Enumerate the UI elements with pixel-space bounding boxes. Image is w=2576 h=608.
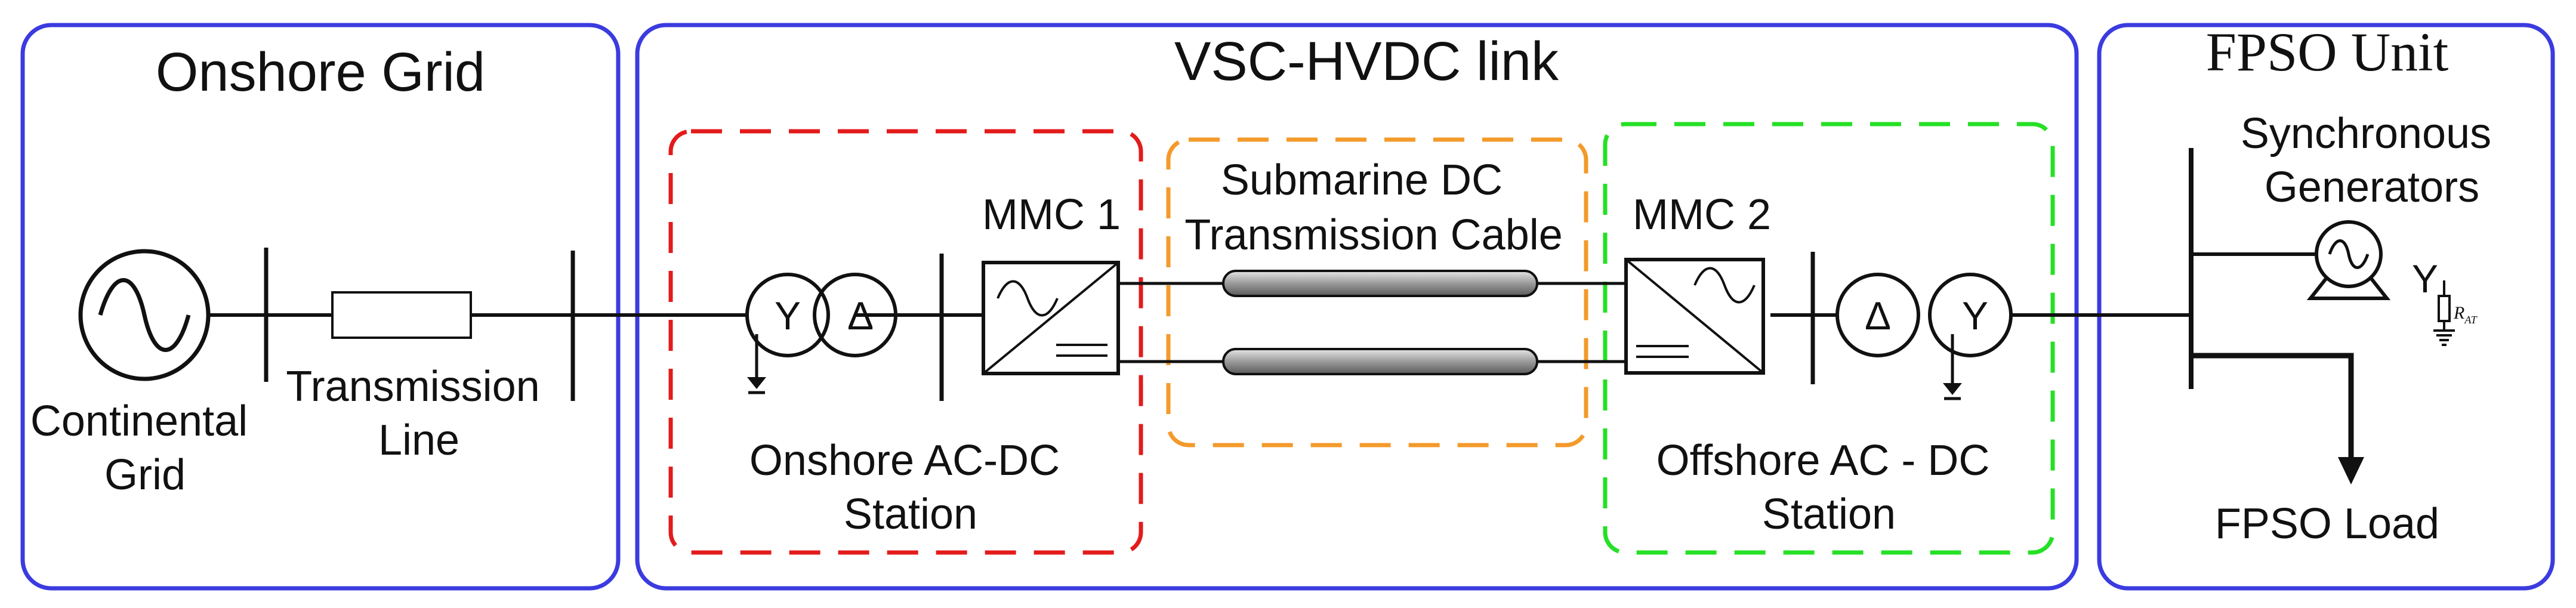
- fpso-title: FPSO Unit: [2206, 21, 2449, 82]
- vsc-hvdc-title: VSC-HVDC link: [1174, 31, 1559, 92]
- ground-icon: [2433, 329, 2455, 346]
- resistor-label: RAT: [2453, 303, 2478, 326]
- continental-grid-label: Continental Grid: [30, 397, 260, 499]
- offshore-transformer-icon: Δ Y: [1835, 273, 2013, 357]
- mmc1-label: MMC 1: [982, 191, 1121, 239]
- transmission-line-icon: [331, 291, 472, 339]
- offshore-station-box: [1603, 122, 2055, 555]
- offshore-station-label: Offshore AC - DC Station: [1656, 437, 2002, 538]
- ground-icon: [747, 334, 766, 394]
- wye-symbol: Y: [1962, 294, 1988, 338]
- generators-label: Synchronous Generators: [2241, 110, 2503, 211]
- ground-icon: [1943, 334, 1962, 400]
- dc-cable-negative: [1118, 348, 1626, 375]
- onshore-transformer-icon: Y Δ: [745, 273, 897, 357]
- dc-cable-positive: [1118, 270, 1626, 297]
- transmission-line-label: Transmission Line: [286, 363, 551, 464]
- ac-source-icon: [78, 249, 211, 381]
- wye-symbol: Y: [775, 294, 801, 338]
- vsc-hvdc-panel: VSC-HVDC link: [635, 23, 2079, 591]
- onshore-station-label: Onshore AC-DC Station: [749, 437, 1072, 538]
- load-arrow-icon: [2191, 353, 2364, 484]
- resistor-icon: [2438, 280, 2451, 329]
- fpso-load-label: FPSO Load: [2215, 500, 2439, 548]
- generator-wye-symbol: Y: [2412, 257, 2438, 301]
- mmc2-label: MMC 2: [1633, 191, 1771, 239]
- delta-symbol: Δ: [1865, 294, 1891, 338]
- delta-symbol: Δ: [847, 294, 874, 338]
- generator-icon: [2306, 220, 2391, 300]
- mmc1-converter-icon: [982, 261, 1120, 375]
- mmc2-converter-icon: [1624, 258, 1765, 375]
- onshore-station-box: [668, 129, 1143, 555]
- cable-label: Submarine DC Transmission Cable: [1184, 156, 1563, 259]
- fpso-panel: FPSO Unit: [2097, 21, 2555, 591]
- onshore-grid-panel: Onshore Grid: [20, 23, 621, 591]
- onshore-grid-title: Onshore Grid: [156, 42, 485, 103]
- cable-section-box: [1166, 137, 1588, 447]
